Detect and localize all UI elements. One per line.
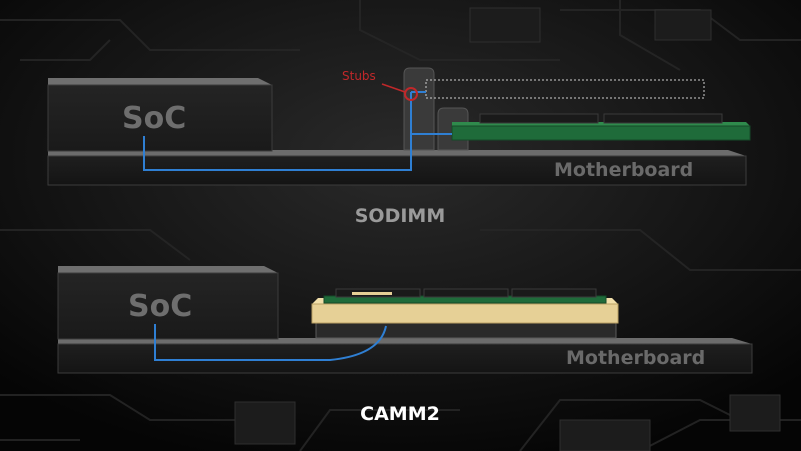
sodimm-chip-2 xyxy=(603,113,723,124)
camm-gold-layer xyxy=(311,303,619,324)
soc-top xyxy=(48,78,272,85)
soc-label: SoC xyxy=(122,101,186,136)
camm-chip-3 xyxy=(511,288,597,298)
sodimm-socket-upper xyxy=(403,67,435,151)
stub-marker-icon xyxy=(404,87,418,101)
soc-block xyxy=(47,84,273,152)
motherboard-label: Motherboard xyxy=(554,159,693,181)
camm-diagram: Motherboard SoC CAMM2 xyxy=(57,266,753,425)
soc-top xyxy=(58,266,278,273)
camm-connector-base xyxy=(315,321,617,339)
circuit-chips xyxy=(234,7,781,451)
camm-gold-pad xyxy=(352,292,392,295)
motherboard-label: Motherboard xyxy=(566,347,705,369)
soc-label: SoC xyxy=(128,289,192,324)
motherboard-front xyxy=(57,343,753,374)
soc-block xyxy=(57,272,279,340)
sodimm-caption: SODIMM xyxy=(355,205,446,227)
sodimm-diagram: Motherboard SoC Stubs SODIMM xyxy=(47,67,751,227)
sodimm-signal-trace xyxy=(143,92,412,171)
stub-pointer xyxy=(381,83,406,93)
camm-chip-2 xyxy=(423,288,509,298)
sodimm-chip-1 xyxy=(479,113,599,124)
camm-caption: CAMM2 xyxy=(360,403,440,425)
stub-label: Stubs xyxy=(342,69,376,83)
camm-signal-trace xyxy=(154,324,387,361)
sodimm-pcb xyxy=(451,125,751,141)
